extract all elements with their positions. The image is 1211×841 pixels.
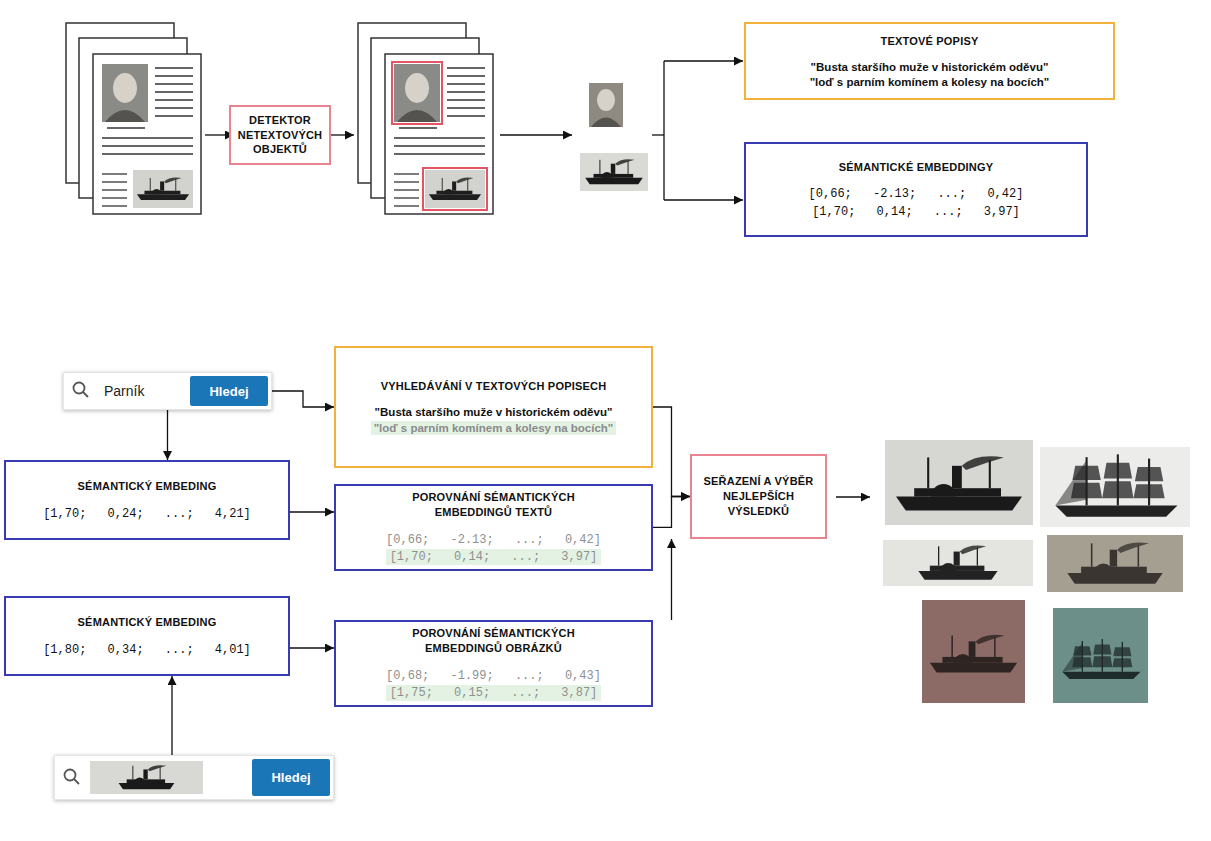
box-heading: SÉMANTICKÝ EMBEDING (78, 615, 217, 630)
flow-connector (272, 391, 334, 407)
flow-connector (171, 676, 172, 755)
description-text: "loď s parním komínem a kolesy na bocích… (810, 76, 1050, 88)
search-query: Parník (104, 383, 144, 399)
extracted-thumbnails (591, 118, 621, 128)
embedding-vector: [1,70; 0,14; ...; 3,97] (812, 205, 1020, 219)
image-search-bar: Hledej (54, 755, 334, 800)
matched-vector: [1,70; 0,14; ...; 3,97] (386, 549, 602, 565)
document-stack-detected (358, 23, 493, 214)
result-images (885, 440, 1033, 525)
text-search-box: VYHLEDÁVÁNÍ V TEXTOVÝCH POPISECH "Busta s… (334, 346, 653, 468)
result-images (1062, 639, 1140, 679)
document-stack-detected (392, 62, 442, 124)
flow-arrow (664, 199, 743, 200)
description-text: "Busta staršího muže v historickém oděvu… (375, 406, 613, 418)
embedding-store-box: SÉMANTICKÉ EMBEDDINGY [0,66; -2.13; ...; … (744, 142, 1088, 237)
matched-vector: [1,75; 0,15; ...; 3,87] (386, 685, 602, 701)
extracted-thumbnails (580, 83, 648, 191)
result-images (1040, 447, 1190, 527)
search-button: Hledej (252, 759, 330, 796)
document-stack (66, 23, 201, 214)
embedding-vector: [1,80; 0,34; ...; 4,01] (43, 643, 251, 657)
result-images (1047, 535, 1183, 592)
box-heading: VYHLEDÁVÁNÍ V TEXTOVÝCH POPISECH (381, 379, 607, 394)
flow-connector (290, 511, 334, 512)
flow-connector (671, 539, 672, 620)
embedding-vector: [0,66; -2.13; ...; 0,42] (386, 533, 601, 547)
flow-connector (653, 407, 690, 497)
flow-arrow (664, 60, 743, 61)
search-icon (65, 383, 89, 785)
flow-arrow (836, 496, 870, 497)
comparison-box: POROVNÁNÍ SÉMANTICKÝCH EMBEDDINGŮ OBRÁZK… (334, 620, 653, 707)
result-images (918, 546, 997, 580)
embedding-vector: [0,68; -1.99; ...; 0,43] (386, 669, 601, 683)
document-stack-detected (358, 23, 493, 214)
result-images (1053, 608, 1148, 703)
flow-arrow (652, 134, 664, 135)
description-text: "Busta staršího muže v historickém oděvu… (811, 61, 1049, 73)
result-images (930, 635, 1017, 673)
flow-arrow (663, 61, 664, 200)
comparison-box: POROVNÁNÍ SÉMANTICKÝCH EMBEDDINGŮ TEXTŮ [… (334, 484, 653, 571)
box-heading: TEXTOVÉ POPISY (881, 34, 979, 49)
text-store-box: TEXTOVÉ POPISY "Busta staršího muže v his… (744, 22, 1115, 100)
box-heading: POROVNÁNÍ SÉMANTICKÝCH EMBEDDINGŮ OBRÁZK… (401, 626, 586, 656)
box-heading: SÉMANTICKÝ EMBEDING (78, 479, 217, 494)
extracted-thumbnails (597, 89, 615, 111)
search-bar: Parník Hledej (63, 372, 272, 410)
flow-connector (290, 647, 334, 648)
embedding-box: SÉMANTICKÝ EMBEDING [1,70; 0,24; ...; 4,2… (4, 460, 290, 540)
embedding-vector: [0,66; -2.13; ...; 0,42] (809, 187, 1024, 201)
extracted-thumbnails (580, 153, 648, 191)
result-images (883, 440, 1190, 703)
flow-arrow (500, 134, 572, 135)
document-stack (66, 23, 201, 214)
result-images (1055, 454, 1177, 516)
search-button: Hledej (190, 376, 268, 406)
result-images (896, 456, 1022, 510)
extracted-thumbnails (585, 159, 643, 184)
process-box: DETEKTOR NETEXTOVÝCH OBJEKTŮ (229, 105, 331, 165)
embedding-box: SÉMANTICKÝ EMBEDING [1,80; 0,34; ...; 4,0… (4, 596, 290, 676)
box-heading: POROVNÁNÍ SÉMANTICKÝCH EMBEDDINGŮ TEXTŮ (401, 490, 586, 520)
box-heading: DETEKTOR NETEXTOVÝCH OBJEKTŮ (237, 113, 323, 158)
embedding-vector: [1,70; 0,24; ...; 4,21] (43, 507, 251, 521)
result-images (922, 600, 1025, 703)
flow-arrow (205, 61, 870, 497)
result-images (1067, 543, 1162, 584)
flow-connector (653, 497, 690, 528)
process-box: SEŘAZENÍ A VÝBĚR NEJLEPŠÍCH VÝSLEDKŮ (690, 454, 827, 539)
document-stack-detected (423, 168, 487, 210)
extracted-thumbnails (589, 83, 623, 127)
box-heading: SEŘAZENÍ A VÝBĚR NEJLEPŠÍCH VÝSLEDKŮ (698, 474, 819, 519)
result-images (883, 540, 1033, 586)
flow-connector (167, 410, 168, 460)
matched-description: "loď s parním komínem a kolesy na bocích… (371, 421, 617, 435)
box-heading: SÉMANTICKÉ EMBEDDINGY (839, 160, 994, 175)
